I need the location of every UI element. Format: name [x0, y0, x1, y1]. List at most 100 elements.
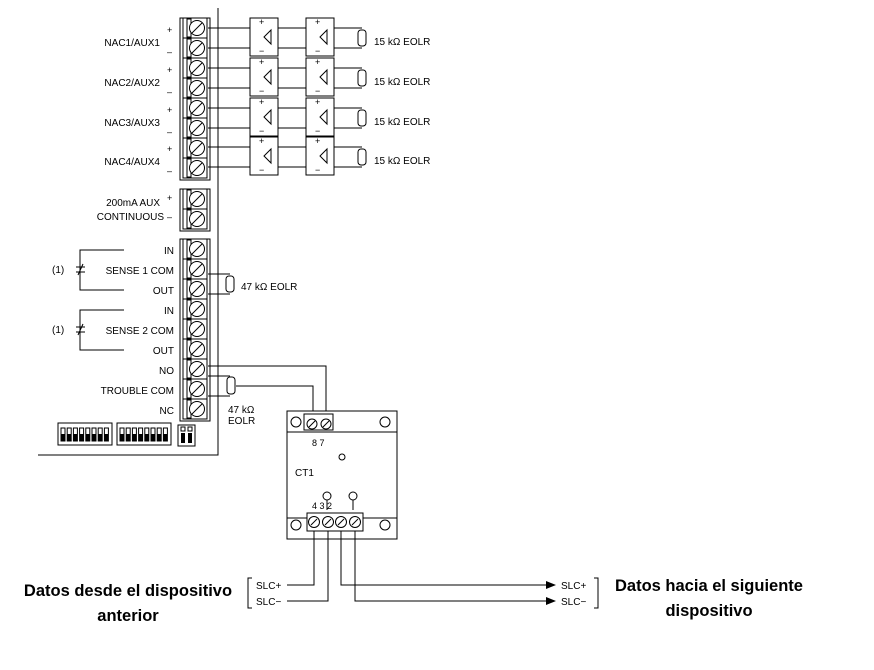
- ct1-module: [286, 410, 398, 540]
- notification-appliance: +−: [249, 17, 279, 57]
- strip-aux-terminal: [182, 208, 208, 230]
- jumper-block: [177, 424, 196, 447]
- ct1-name: CT1: [295, 468, 314, 479]
- nac4-plus: +: [167, 144, 172, 154]
- nac3-eolr-label: 15 kΩ EOLR: [374, 117, 430, 128]
- terminal-strip-io: [179, 238, 211, 422]
- sense2-out-label: OUT: [153, 346, 174, 357]
- strip-nac-terminal: [182, 117, 208, 139]
- svg-text:+: +: [315, 97, 320, 107]
- nac1-minus: –: [167, 47, 172, 57]
- eolr-resistor: [357, 109, 367, 127]
- slc-out-plus-arrow: [546, 581, 556, 589]
- notification-appliance: +−: [305, 57, 335, 97]
- ct1-top-terminal-numbers: 8 7: [312, 438, 325, 448]
- nac2-circuit: +− +−: [208, 57, 367, 97]
- sense1-note: (1): [52, 265, 64, 276]
- nac3-label: NAC3/AUX3: [104, 118, 160, 129]
- notification-appliance: +−: [249, 136, 279, 176]
- slc-out-minus-arrow: [546, 597, 556, 605]
- aux-label-line2: CONTINUOUS: [97, 212, 165, 223]
- sense-eolr-resistor: [225, 275, 235, 293]
- dip-switch-bank-1: [57, 422, 113, 446]
- strip-io-terminal: [182, 398, 208, 420]
- aux-label-line1: 200mA AUX: [106, 198, 160, 209]
- svg-text:−: −: [315, 46, 320, 56]
- strip-io-terminal: [182, 338, 208, 360]
- notification-appliance: +−: [305, 17, 335, 57]
- panel-outline: [38, 8, 219, 456]
- nac1-label: NAC1/AUX1: [104, 38, 160, 49]
- sense-eolr-label: 47 kΩ EOLR: [241, 282, 297, 293]
- relay-nc-label: NC: [160, 406, 174, 417]
- sense2-note: (1): [52, 325, 64, 336]
- terminal-strip-nac: [179, 17, 211, 181]
- nac2-eolr-label: 15 kΩ EOLR: [374, 77, 430, 88]
- strip-io-terminal: [182, 278, 208, 300]
- svg-text:+: +: [259, 136, 264, 146]
- svg-text:−: −: [315, 165, 320, 175]
- nac2-label: NAC2/AUX2: [104, 78, 160, 89]
- sense2-switch-symbol: [76, 323, 85, 336]
- aux-plus: +: [167, 193, 172, 203]
- nac2-minus: –: [167, 87, 172, 97]
- strip-io-terminal: [182, 298, 208, 320]
- eolr-resistor: [357, 69, 367, 87]
- svg-text:−: −: [259, 46, 264, 56]
- caption-left-line2: anterior: [97, 607, 159, 625]
- eolr-resistor: [357, 29, 367, 47]
- strip-io-terminal: [182, 378, 208, 400]
- nac-devices: +−+−+−+−+−+−+−+−: [208, 17, 367, 176]
- slc-in-bracket: [247, 577, 252, 609]
- slc-in-minus-wire: [287, 531, 329, 602]
- dip-switch-bank-2: [116, 422, 172, 446]
- slc-in-plus-wire: [287, 531, 315, 586]
- trouble-eolr-resistor: [226, 376, 236, 395]
- slc-out-plus-label: SLC+: [561, 581, 586, 592]
- trouble-eolr-wire: [208, 375, 230, 397]
- strip-nac-terminal: [182, 97, 208, 119]
- slc-in-plus-label: SLC+: [256, 581, 281, 592]
- strip-nac-terminal: [182, 77, 208, 99]
- strip-nac-terminal: [182, 57, 208, 79]
- sense2-com-label: SENSE 2 COM: [106, 326, 174, 337]
- nac3-minus: –: [167, 127, 172, 137]
- relay-com-label: TROUBLE COM: [101, 386, 174, 397]
- notification-appliance: +−: [305, 136, 335, 176]
- strip-aux-terminal: [182, 188, 208, 210]
- sense-eolr-wire: [208, 273, 230, 295]
- caption-left-line1: Datos desde el dispositivo: [24, 582, 232, 600]
- terminal-strip-aux: [179, 188, 211, 232]
- relay-no-label: NO: [159, 366, 174, 377]
- eolr-resistor: [357, 148, 367, 166]
- nac1-plus: +: [167, 25, 172, 35]
- notification-appliance: +−: [249, 57, 279, 97]
- slc-out-plus-wire: [340, 531, 552, 586]
- svg-text:+: +: [315, 136, 320, 146]
- svg-text:+: +: [259, 17, 264, 27]
- strip-io-terminal: [182, 358, 208, 380]
- caption-right-line1: Datos hacia el siguiente: [615, 577, 803, 595]
- nac3-plus: +: [167, 105, 172, 115]
- trouble-eolr-label-1: 47 kΩ: [228, 405, 255, 416]
- nac4-minus: –: [167, 166, 172, 176]
- notification-appliance: +−: [249, 97, 279, 137]
- svg-text:−: −: [259, 165, 264, 175]
- slc-out-minus-label: SLC−: [561, 597, 586, 608]
- sense2-in-label: IN: [164, 306, 174, 317]
- sense1-out-label: OUT: [153, 286, 174, 297]
- aux-minus: –: [167, 212, 172, 222]
- svg-text:−: −: [315, 86, 320, 96]
- relay-com-wire: [236, 385, 314, 420]
- nac2-plus: +: [167, 65, 172, 75]
- ct1-bottom-terminal-numbers: 4 3 2: [312, 501, 332, 511]
- svg-text:+: +: [259, 97, 264, 107]
- strip-nac-terminal: [182, 37, 208, 59]
- nac1-circuit: +−+−: [208, 17, 367, 57]
- svg-text:−: −: [259, 86, 264, 96]
- strip-io-terminal: [182, 258, 208, 280]
- strip-io-terminal: [182, 318, 208, 340]
- svg-text:+: +: [315, 17, 320, 27]
- slc-out-minus-wire: [354, 531, 552, 602]
